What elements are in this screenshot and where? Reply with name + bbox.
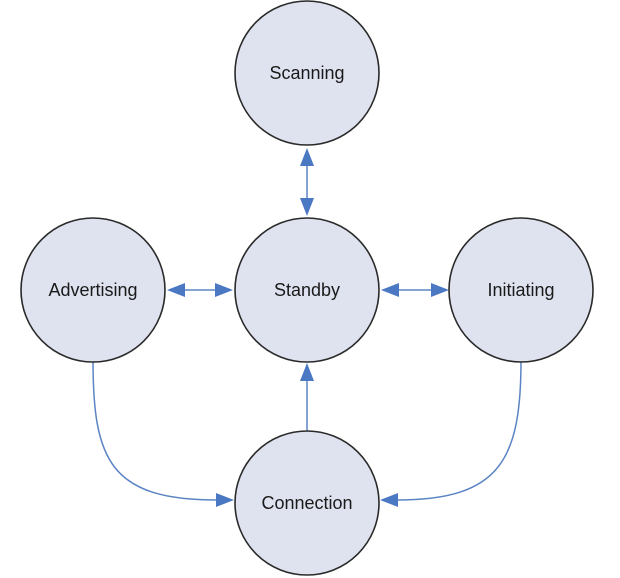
advertising-circle [20, 217, 166, 363]
arrowhead-to-connection-from-initiating [380, 493, 398, 507]
arrowhead-to-standby-from-connection [300, 363, 314, 381]
arrowhead-to-standby-from-initiating [381, 283, 399, 297]
state-node-advertising: Advertising [20, 217, 166, 363]
state-node-standby: Standby [234, 217, 380, 363]
arrowhead-to-standby-from-advertising [215, 283, 233, 297]
initiating-label: Initiating [487, 280, 554, 300]
edge-advertising-connection [92, 359, 218, 501]
arrowhead-to-initiating [431, 283, 449, 297]
arrowhead-to-scanning [300, 148, 314, 166]
scanning-label: Scanning [269, 63, 344, 83]
state-node-scanning: Scanning [234, 0, 380, 146]
state-node-connection: Connection [234, 430, 380, 576]
arrowhead-to-standby-from-scanning [300, 198, 314, 216]
transitions [92, 148, 522, 507]
arrowhead-to-advertising [167, 283, 185, 297]
advertising-label: Advertising [48, 280, 137, 300]
initiating-circle [448, 217, 594, 363]
connection-circle [234, 430, 380, 576]
connection-label: Connection [261, 493, 352, 513]
scanning-circle [234, 0, 380, 146]
standby-label: Standby [274, 280, 340, 300]
edge-initiating-connection [396, 359, 522, 501]
standby-circle [234, 217, 380, 363]
arrowhead-to-connection-from-advertising [216, 493, 234, 507]
state-node-initiating: Initiating [448, 217, 594, 363]
